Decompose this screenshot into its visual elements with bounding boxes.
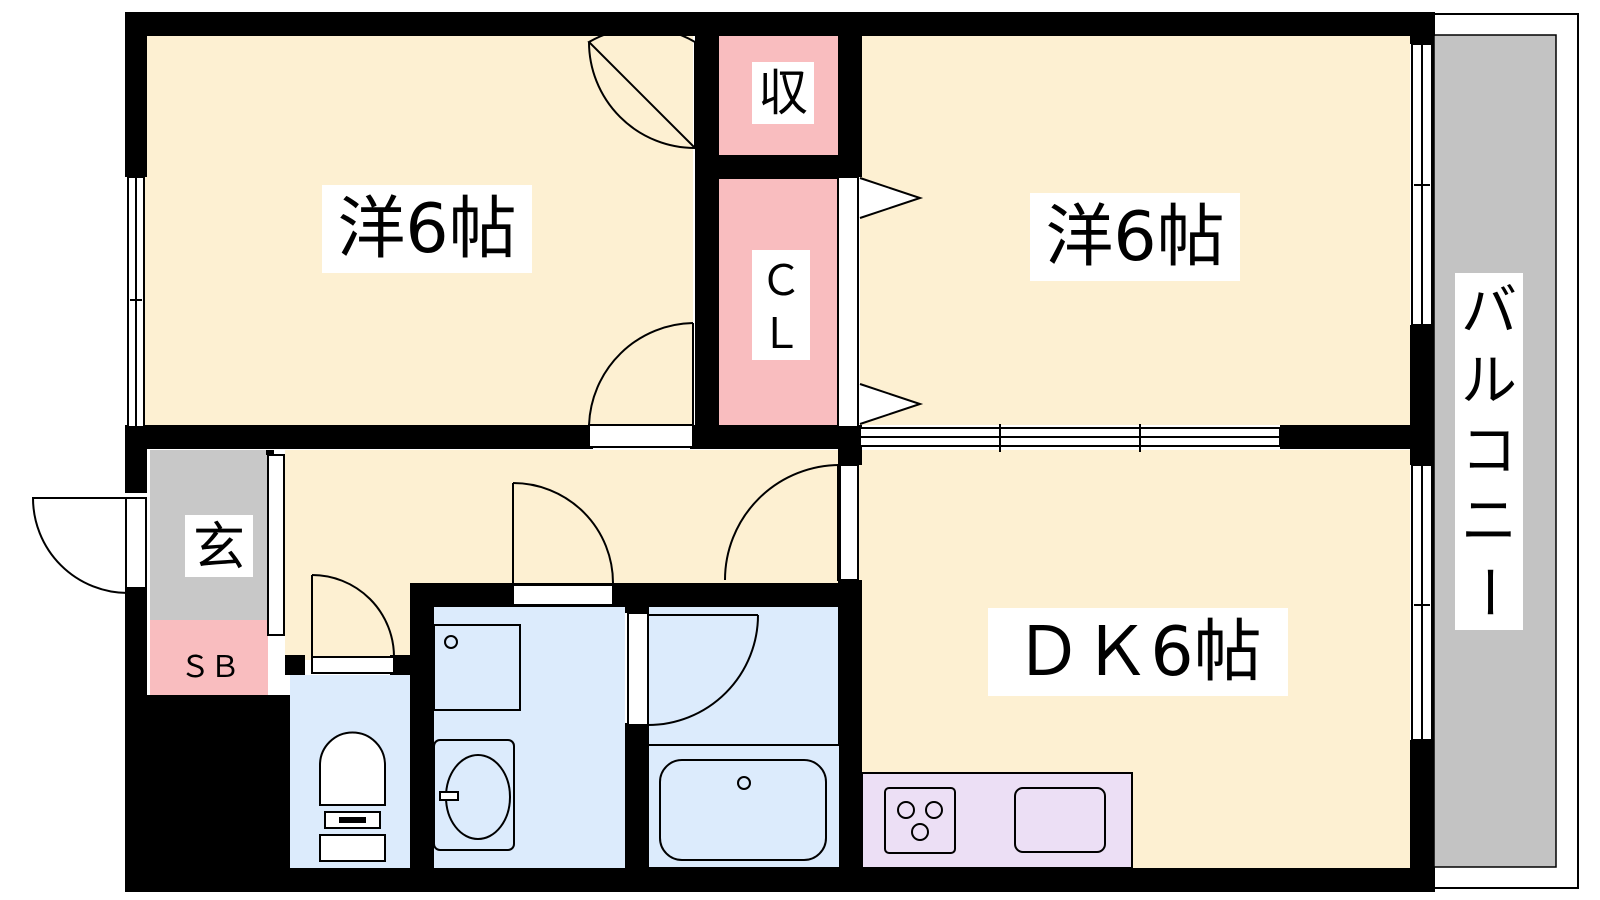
walls (125, 12, 1435, 892)
balcony-char-4: ニ (1461, 489, 1517, 554)
balcony-char-1: バ (1461, 279, 1517, 344)
door-swing (587, 26, 696, 151)
western-room-left-label: 洋6帖 (337, 190, 516, 269)
washing-machine-pan (433, 624, 521, 711)
hallway-lower (285, 600, 410, 660)
balcony-char-5: ー (1455, 564, 1520, 620)
balcony-char-3: コ (1461, 419, 1517, 484)
hallway (285, 450, 860, 600)
fixtures (319, 624, 1133, 869)
room-fills (145, 35, 1410, 870)
labels: 洋6帖 洋6帖 ＤＫ6帖 収 Ｃ Ｌ 玄 ＳＢ バ ル コ ニ ー (180, 62, 1520, 696)
dk-room-label: ＤＫ6帖 (1014, 613, 1261, 692)
doors (31, 26, 924, 726)
windows (127, 43, 1433, 741)
western-room-right-label: 洋6帖 (1045, 198, 1224, 277)
balcony (1433, 13, 1579, 889)
closet-label-c: Ｃ (760, 256, 802, 305)
balcony-char-2: ル (1461, 349, 1517, 414)
toilet (319, 731, 386, 862)
kitchen-counter (861, 772, 1133, 869)
bathtub (647, 744, 841, 869)
closet-label-l: Ｌ (760, 309, 802, 358)
shoebox-area (150, 620, 268, 695)
shoebox-label: ＳＢ (180, 650, 240, 685)
balcony-label-bg (1455, 273, 1523, 630)
entrance-label: 玄 (193, 518, 245, 578)
storage-label: 収 (758, 64, 808, 122)
